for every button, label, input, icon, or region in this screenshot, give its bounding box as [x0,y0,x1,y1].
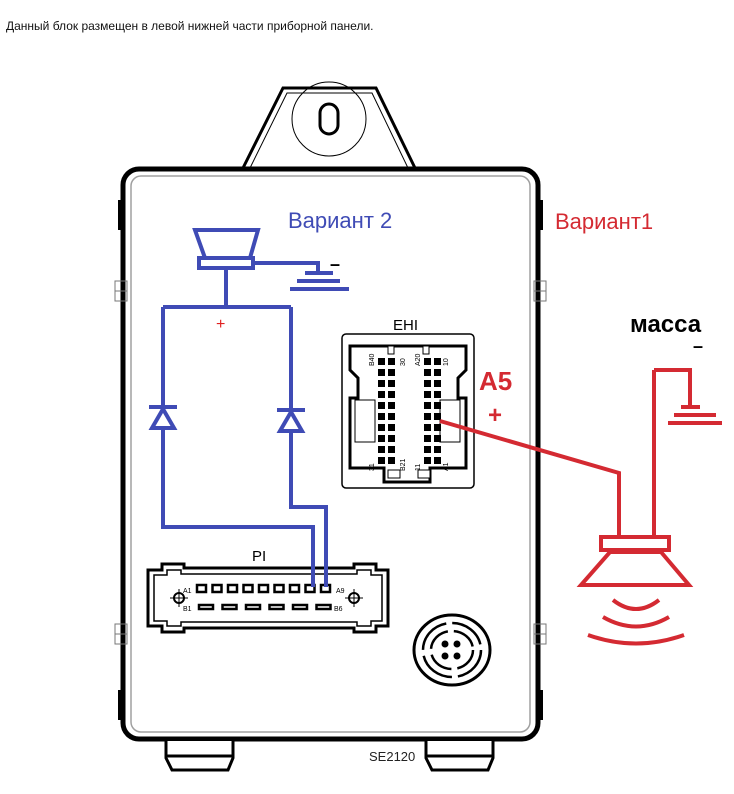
pi-pin-label: B6 [334,606,343,613]
ehi-pin [434,369,441,376]
ground-icon [290,271,349,291]
ehi-pin [388,380,395,387]
variant1-minus: – [693,336,703,356]
variant1-title: Вариант1 [555,209,653,234]
ehi-pin [434,380,441,387]
mount-hole-icon [318,102,340,136]
round-connector [412,613,492,687]
ground-label: масса [630,311,702,338]
pi-pin-label: A9 [336,588,345,595]
variant2-circuit [148,228,349,587]
ehi-pin [388,402,395,409]
ehi-pin-label: B21 [400,458,407,471]
speaker-icon [576,535,694,587]
ehi-pin [378,391,385,398]
caption-text: Данный блок размещен в левой нижней част… [6,19,374,33]
ehi-pin-label: A1 [443,462,450,471]
ehi-connector [341,333,475,489]
ehi-pin [388,457,395,464]
ehi-pin [424,424,431,431]
variant2-title: Вариант 2 [288,208,392,233]
ehi-pin [424,391,431,398]
ehi-pin-grid [378,358,441,464]
ehi-pin [388,424,395,431]
ehi-pin [378,435,385,442]
mount-screw-icon [170,589,188,607]
ehi-pin [424,435,431,442]
pi-pin-a [211,583,223,594]
pi-pin-b [197,603,215,611]
ground-icon [668,405,722,425]
ehi-pin [434,424,441,431]
pi-pin-b [244,603,262,611]
ehi-pin [388,391,395,398]
pi-pin-label: B1 [183,606,192,613]
ehi-pin [388,413,395,420]
pi-pin-a [195,583,208,594]
ehi-pin [434,435,441,442]
ehi-pin [388,358,395,365]
top-mount [241,81,417,169]
ehi-pin [434,358,441,365]
diode-icon [276,408,306,433]
ehi-pin [424,402,431,409]
pi-pin-b [268,603,285,611]
pi-pin-a [304,583,316,594]
pi-pin-a [226,583,239,594]
ehi-pin [378,358,385,365]
ehi-pin [424,369,431,376]
ehi-pin [388,369,395,376]
ehi-pin [424,358,431,365]
ehi-pin-label: 10 [443,358,450,366]
ehi-pin [434,413,441,420]
ehi-pin-label: 31 [369,463,376,471]
variant1-circuit [439,368,722,646]
ehi-pin [388,435,395,442]
ehi-pin [424,446,431,453]
pi-pin-label: A1 [183,588,192,595]
ehi-pin-label: A20 [415,353,422,366]
ehi-pin [378,413,385,420]
variant2-plus: + [216,316,225,333]
speaker-icon [192,228,261,270]
pi-pin-b [291,603,309,611]
ehi-pin [434,402,441,409]
pin-label-a5: A5 [479,366,512,396]
variant1-plus: + [488,402,502,429]
pi-pin-a [242,583,254,594]
ehi-pin-label: 11 [415,464,422,471]
pi-pin-b [315,603,332,611]
sound-waves-icon [587,598,685,646]
pi-pin-a [273,583,285,594]
ehi-pin [388,446,395,453]
ehi-pin [378,457,385,464]
ehi-connector-label: EHI [393,317,418,334]
mount-screw-icon [345,589,363,607]
pi-pin-grid [195,583,332,611]
ehi-pin [434,446,441,453]
ehi-pin [424,457,431,464]
diode-icon [148,405,178,430]
ehi-pin [378,424,385,431]
ehi-pin [378,380,385,387]
ehi-pin [378,446,385,453]
ehi-pin [378,369,385,376]
ehi-pin [424,380,431,387]
ehi-pin-label: 30 [400,358,407,366]
ehi-pin [434,457,441,464]
pi-pin-b [221,603,238,611]
ehi-pin-label: B40 [369,353,376,366]
device-code: SE2120 [369,749,415,764]
pi-pin-a [257,583,270,594]
ehi-pin [378,402,385,409]
pi-connector-label: PI [252,548,266,565]
ehi-pin [424,413,431,420]
ehi-pin [434,391,441,398]
pi-pin-a [288,583,301,594]
pi-connector [146,562,390,634]
variant2-minus: – [330,254,340,274]
